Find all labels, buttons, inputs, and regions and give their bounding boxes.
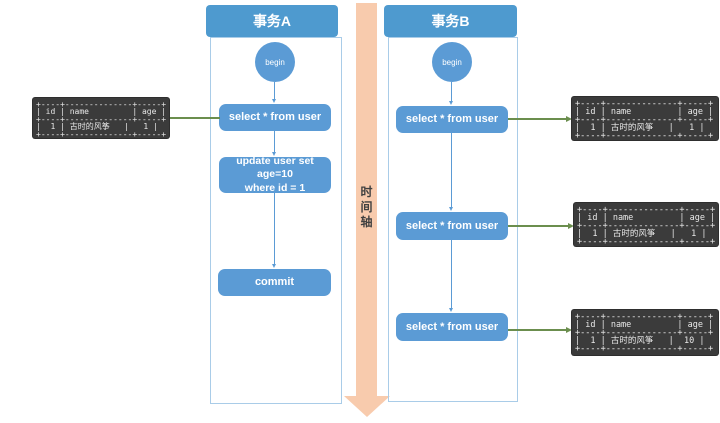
lane-b-title: 事务B (431, 13, 470, 29)
lane-a-body (210, 37, 342, 404)
lane-b-flow-arrow-3 (449, 240, 453, 312)
lane-b-select3-label: select * from user (405, 320, 499, 333)
timeline-label: 时 间 轴 (360, 185, 373, 229)
lane-a-update-node: update user set age=10 where id = 1 (219, 154, 331, 194)
lane-a-begin-node: begin (255, 42, 295, 82)
lane-b-select1-node: select * from user (396, 106, 508, 133)
arrow-down-icon (272, 99, 276, 103)
result-arrow-a-select (164, 115, 220, 121)
arrow-down-icon (272, 152, 276, 156)
timeline-arrowhead-icon (344, 396, 390, 417)
query-result-table-right2-text: +----+--------------+-----+ | id | name … (577, 205, 716, 247)
lane-b-select2-node: select * from user (396, 212, 508, 240)
arrow-down-icon (449, 207, 453, 211)
result-arrow-b-select1 (508, 116, 572, 122)
lane-a-select-label: select * from user (228, 111, 322, 124)
lane-b-flow-arrow-1 (449, 82, 453, 105)
query-result-table-right3-text: +----+--------------+-----+ | id | name … (575, 312, 714, 354)
lane-a-flow-arrow-1 (272, 82, 276, 103)
query-result-table-left-text: +----+--------------+-----+ | id | name … (36, 100, 167, 139)
lane-b-header: 事务B (384, 5, 517, 37)
result-arrow-b-select3 (508, 327, 572, 333)
lane-b-select3-node: select * from user (396, 313, 508, 341)
lane-a-begin-label: begin (265, 57, 285, 67)
lane-b-body (388, 37, 518, 402)
lane-a-flow-arrow-3 (272, 193, 276, 268)
lane-b-begin-label: begin (442, 57, 462, 67)
lane-a-flow-arrow-2 (272, 131, 276, 156)
lane-a-update-label-line1: update user set age=10 (236, 154, 314, 181)
lane-a-title: 事务A (252, 13, 292, 29)
arrow-right-icon (568, 223, 574, 229)
query-result-table-right1: +----+--------------+-----+ | id | name … (572, 97, 718, 140)
query-result-table-right3: +----+--------------+-----+ | id | name … (572, 310, 718, 355)
lane-a-header: 事务A (206, 5, 338, 37)
lane-b-select2-label: select * from user (405, 219, 499, 232)
lane-a-commit-node: commit (218, 269, 331, 296)
arrow-right-icon (566, 116, 572, 122)
arrow-right-icon (566, 327, 572, 333)
arrow-down-icon (449, 101, 453, 105)
query-result-table-right1-text: +----+--------------+-----+ | id | name … (575, 99, 714, 141)
lane-b-begin-node: begin (432, 42, 472, 82)
lane-a-commit-label: commit (254, 276, 295, 289)
lane-b-flow-arrow-2 (449, 133, 453, 211)
query-result-table-left: +----+--------------+-----+ | id | name … (33, 98, 169, 138)
arrow-down-icon (449, 308, 453, 312)
lane-a-select-node: select * from user (219, 104, 331, 131)
timeline-band (356, 3, 377, 397)
lane-a-update-label-line2: where id = 1 (244, 181, 306, 194)
arrow-down-icon (272, 264, 276, 268)
query-result-table-right2: +----+--------------+-----+ | id | name … (574, 203, 718, 246)
lane-b-select1-label: select * from user (405, 113, 499, 126)
result-arrow-b-select2 (508, 223, 574, 229)
